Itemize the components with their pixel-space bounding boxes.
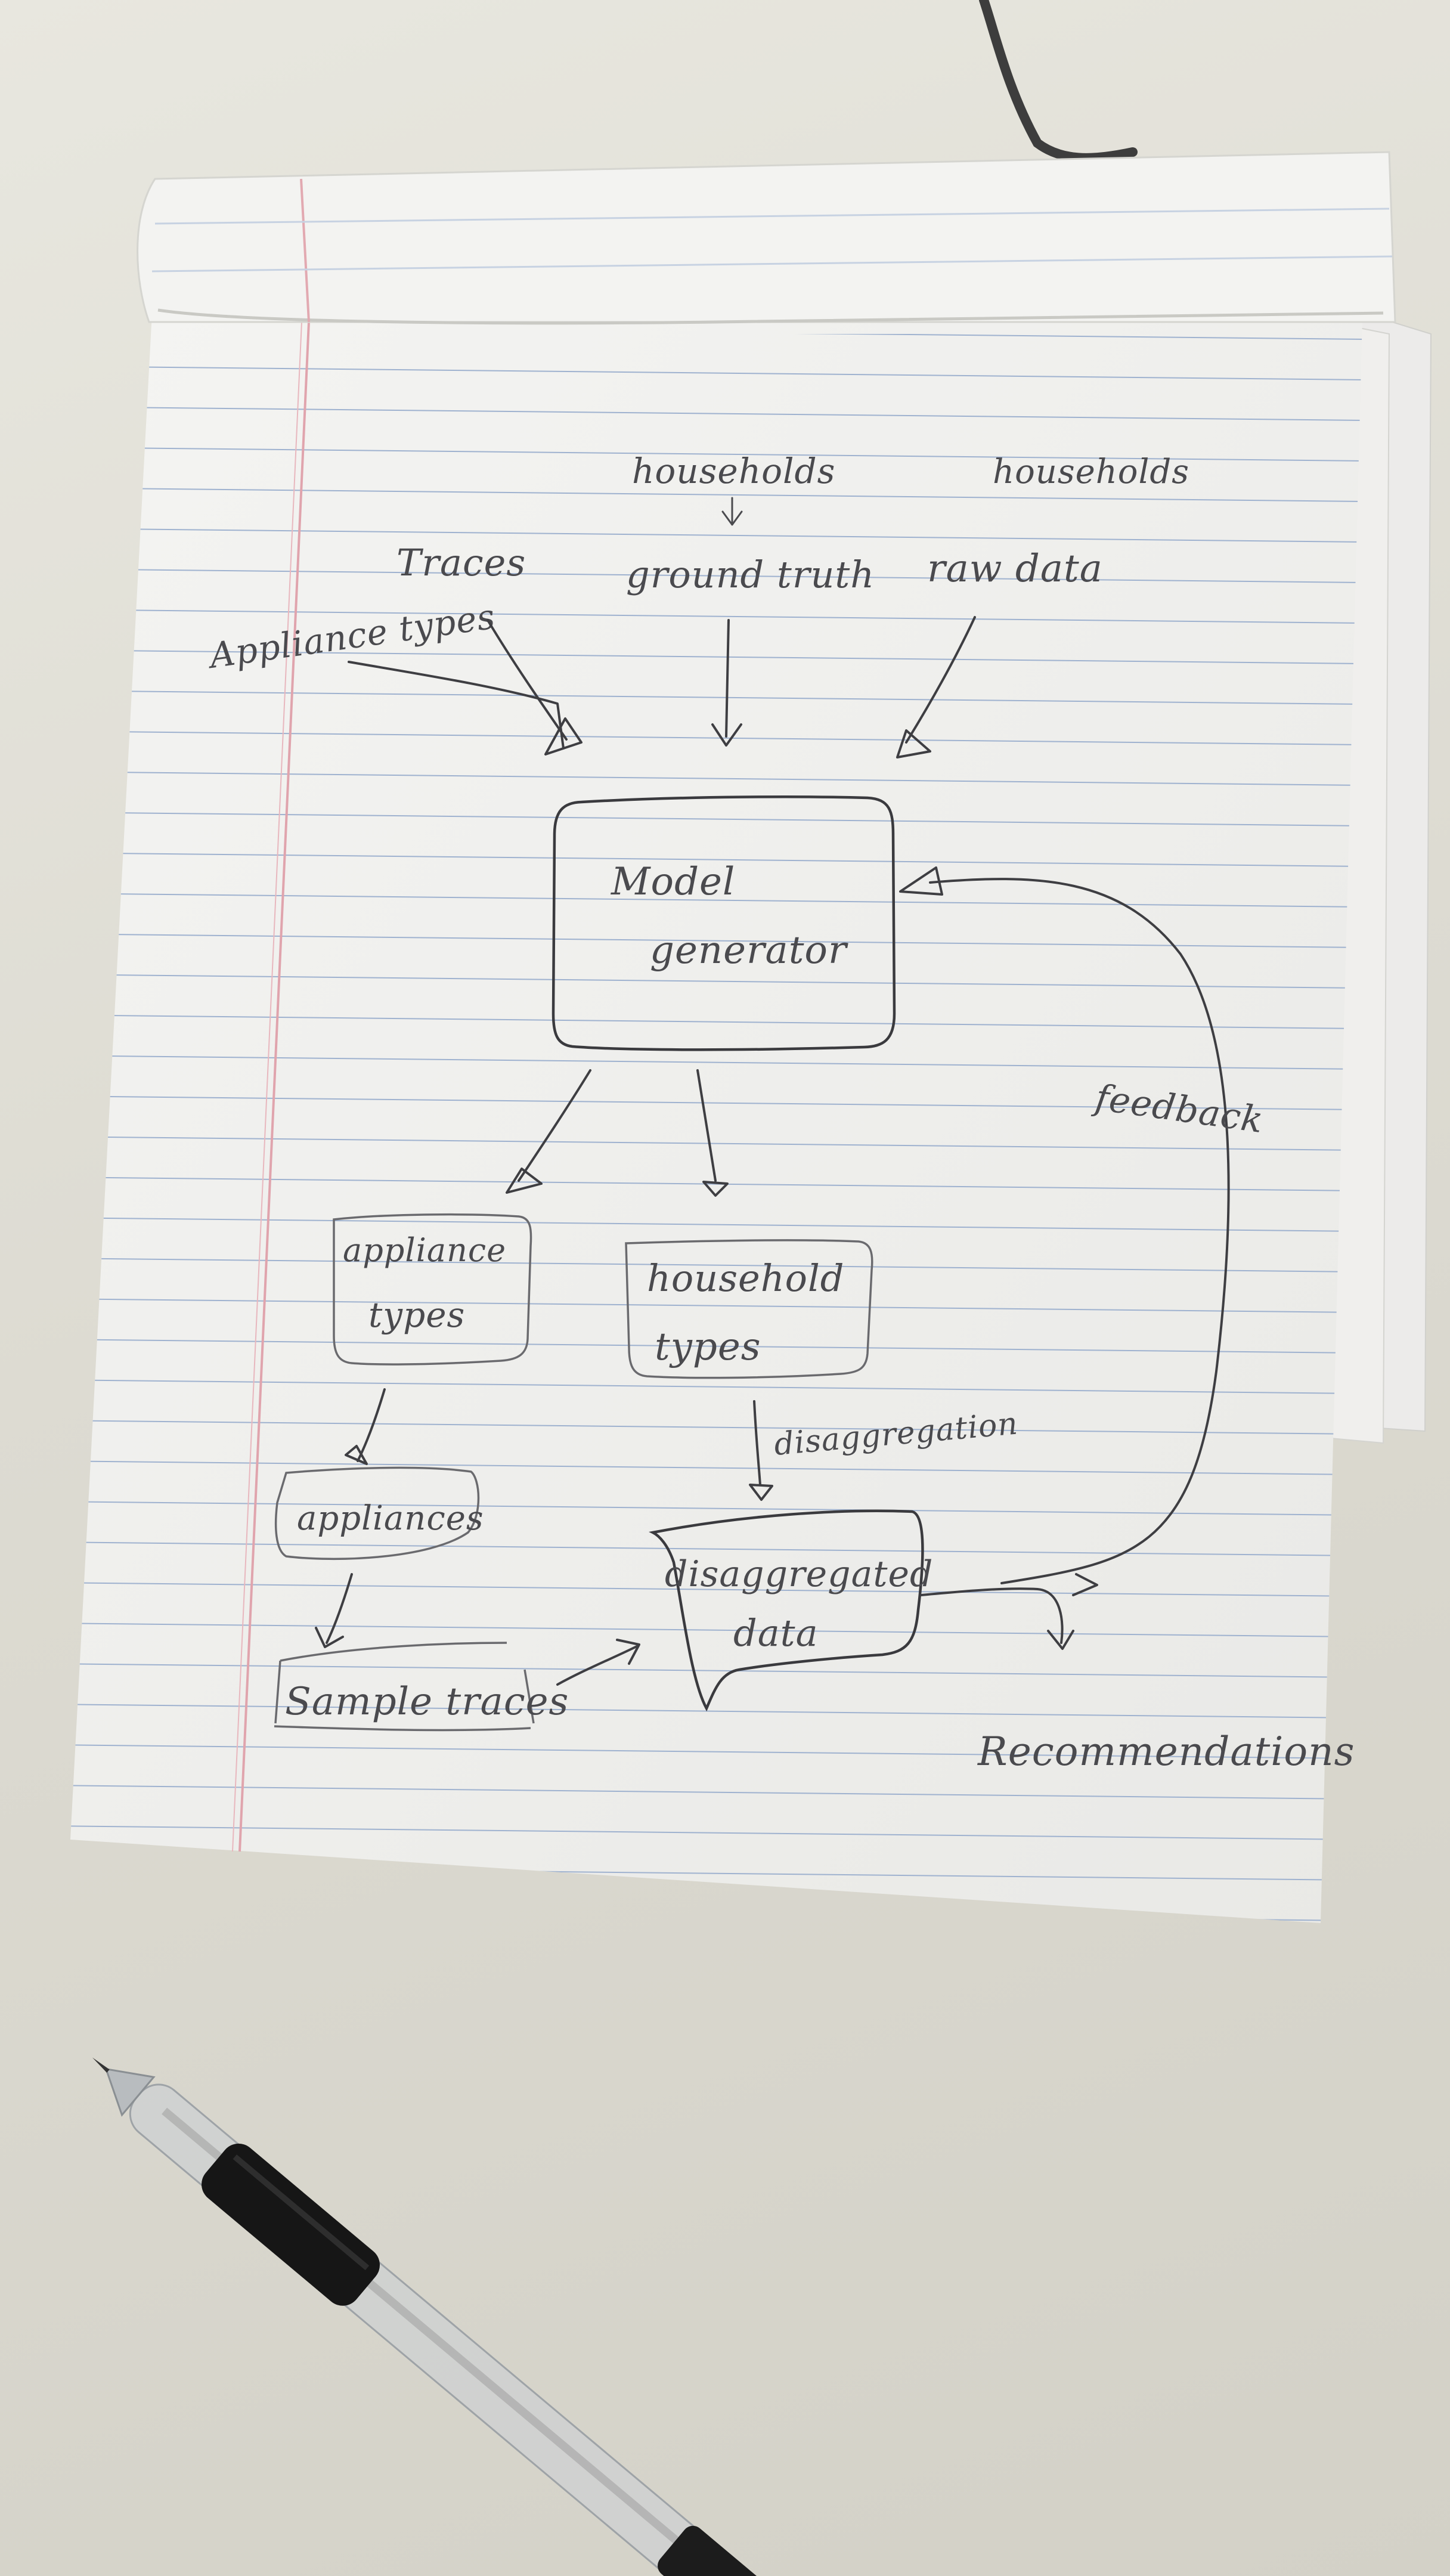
node-disaggregated-data-box bbox=[649, 1509, 924, 1712]
node-household-types-line2: types bbox=[655, 1325, 761, 1369]
arrow-traces-to-model bbox=[487, 619, 568, 741]
arrowhead-recommendations bbox=[1047, 1630, 1074, 1650]
node-raw-data: raw data bbox=[927, 547, 1103, 591]
arrowhead-appliance-types bbox=[506, 1168, 543, 1194]
node-appliance-types-line2: types bbox=[368, 1295, 465, 1335]
node-households-raw: households bbox=[993, 453, 1189, 491]
arrow-disaggregated-to-recommendations bbox=[920, 1587, 1064, 1644]
arrowhead-feedback-tail bbox=[1072, 1573, 1098, 1596]
node-household-types-line1: household bbox=[647, 1256, 844, 1300]
arrow-appliance-types-to-model bbox=[348, 661, 565, 750]
cable bbox=[979, 0, 1138, 163]
notepad-sheet bbox=[70, 313, 1362, 1923]
arrow-ground-truth-to-model bbox=[725, 619, 730, 738]
node-disaggregated-data-line1: disaggregated bbox=[665, 1553, 933, 1595]
node-ground-truth: ground truth bbox=[626, 553, 875, 596]
ballpoint-pen bbox=[92, 2057, 797, 2576]
node-model-generator-box bbox=[552, 795, 896, 1051]
arrowhead-sample-traces bbox=[315, 1627, 344, 1648]
node-appliance-types-box bbox=[333, 1213, 532, 1366]
node-appliances-box bbox=[274, 1466, 480, 1561]
arrow-feedback-loop bbox=[929, 878, 1230, 1584]
arrow-sample-traces-to-disaggregated bbox=[556, 1645, 639, 1686]
node-recommendations: Recommendations bbox=[977, 1729, 1355, 1775]
arrowhead-disaggregation bbox=[749, 1484, 773, 1501]
arrow-households-to-ground-truth bbox=[721, 497, 743, 526]
node-model-generator-line1: Model bbox=[611, 860, 735, 904]
node-sample-traces: Sample traces bbox=[285, 1680, 569, 1724]
arrow-model-to-appliance-types bbox=[518, 1069, 591, 1182]
arrow-model-to-household-types bbox=[696, 1069, 717, 1182]
arrowhead-feedback bbox=[899, 866, 943, 896]
arrowhead-disaggregated-from-samples bbox=[616, 1639, 640, 1665]
node-model-generator-line2: generator bbox=[650, 928, 848, 973]
arrowhead-traces bbox=[544, 717, 583, 756]
arrowhead-ground-truth bbox=[711, 723, 742, 747]
arrow-raw-data-to-model bbox=[905, 616, 976, 744]
arrowhead-appliances bbox=[345, 1445, 368, 1465]
node-disaggregated-data-line2: data bbox=[733, 1611, 819, 1655]
margin-line bbox=[238, 321, 310, 1852]
node-appliances: appliances bbox=[297, 1499, 484, 1538]
arrow-appliances-to-sample-traces bbox=[326, 1573, 353, 1644]
arrowhead-household-types bbox=[702, 1181, 729, 1197]
node-appliance-types-line1: appliance bbox=[343, 1231, 506, 1269]
arrowhead-raw-data bbox=[896, 729, 931, 758]
pad-top-binding bbox=[137, 151, 1396, 325]
node-household-types-box bbox=[625, 1239, 873, 1379]
node-traces: Traces bbox=[396, 541, 526, 584]
node-households-top: households bbox=[632, 451, 835, 491]
arrow-household-types-to-disaggregated bbox=[753, 1400, 761, 1486]
node-sample-traces-box bbox=[274, 1642, 535, 1732]
